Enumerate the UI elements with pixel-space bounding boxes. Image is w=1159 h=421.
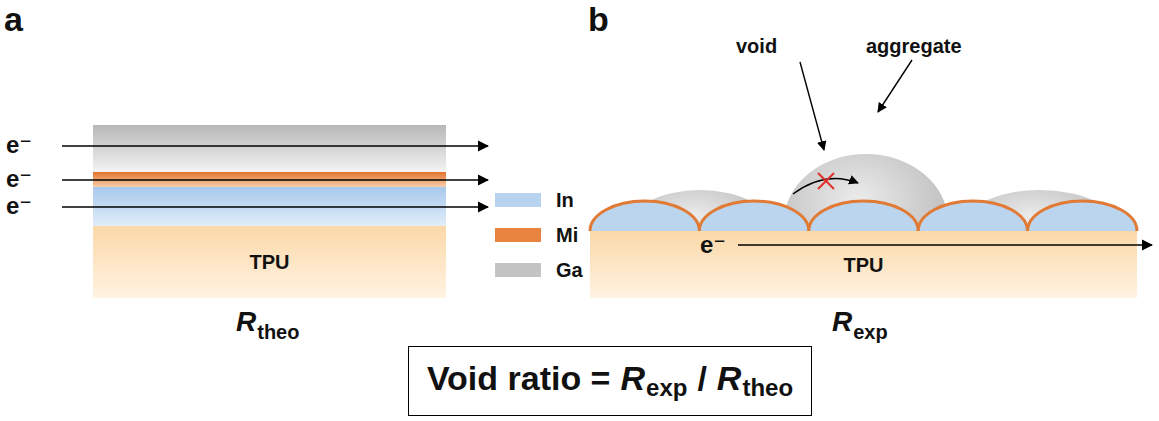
panel-label: a xyxy=(4,2,23,36)
layer-name: TPU xyxy=(844,255,884,275)
mi-shells xyxy=(590,201,1137,231)
cross-mark xyxy=(818,173,834,189)
legend-swatch xyxy=(495,228,541,242)
legend-swatch xyxy=(495,193,541,207)
formula-text: R xyxy=(717,361,742,395)
resistance-symbol: R xyxy=(832,308,852,336)
resistance-subscript: theo xyxy=(257,322,299,342)
legend-swatch xyxy=(495,263,541,277)
ga-layer xyxy=(93,125,446,173)
panel-label: b xyxy=(588,2,609,36)
formula-text: / xyxy=(697,361,706,395)
leader-line xyxy=(878,60,912,112)
electron-symbol: e⁻ xyxy=(6,133,32,157)
resistance-subscript: exp xyxy=(853,322,887,342)
callout-label: aggregate xyxy=(866,36,962,56)
electron-symbol: e⁻ xyxy=(700,233,726,257)
resistance-symbol: R xyxy=(236,308,256,336)
tpu-substrate: TPU xyxy=(590,231,1137,298)
layer-name: TPU xyxy=(250,252,290,272)
electron-symbol: e⁻ xyxy=(6,194,32,218)
electron-symbol: e⁻ xyxy=(6,167,32,191)
legend-text: In xyxy=(556,190,574,210)
formula-text: Void ratio = xyxy=(427,361,611,395)
formula-text: exp xyxy=(646,376,687,400)
leader-line xyxy=(800,62,824,150)
electron-paths xyxy=(62,146,488,207)
formula-text: theo xyxy=(742,376,793,400)
legend-text: Mi xyxy=(556,225,578,245)
legend-text: Ga xyxy=(556,260,583,280)
callout-label: void xyxy=(736,36,777,56)
formula-box: Void ratio = Rexp / Rtheo xyxy=(408,346,812,416)
tpu-substrate: TPU xyxy=(93,226,446,298)
formula-text: R xyxy=(620,361,645,395)
